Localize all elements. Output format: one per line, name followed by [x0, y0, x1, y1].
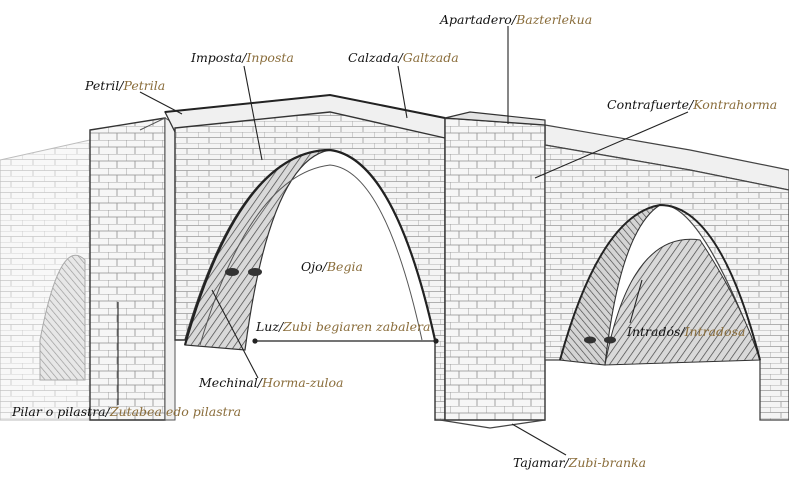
left-pilaster	[90, 118, 175, 420]
label-pilar: Pilar o pilastra/Zutabea edo pilastra	[12, 406, 241, 419]
span-dimension-line	[252, 338, 438, 343]
right-arch-wall	[545, 145, 789, 420]
label-luz: Luz/Zubi begiaren zabalera	[256, 321, 430, 334]
label-contrafuerte: Contrafuerte/Kontrahorma	[607, 99, 777, 112]
central-pier	[440, 112, 545, 428]
label-tajamar: Tajamar/Zubi-branka	[513, 457, 646, 470]
label-ojo: Ojo/Begia	[301, 261, 363, 274]
label-mechinal: Mechinal/Horma-zuloa	[199, 377, 344, 390]
label-apartadero: Apartadero/Bazterlekua	[440, 14, 592, 27]
label-intrados: Intradós/Intradosa	[627, 326, 745, 339]
far-left-span	[0, 140, 90, 420]
label-calzada: Calzada/Galtzada	[348, 52, 459, 65]
label-petril: Petril/Petrila	[85, 80, 165, 93]
label-imposta: Imposta/Inposta	[191, 52, 294, 65]
